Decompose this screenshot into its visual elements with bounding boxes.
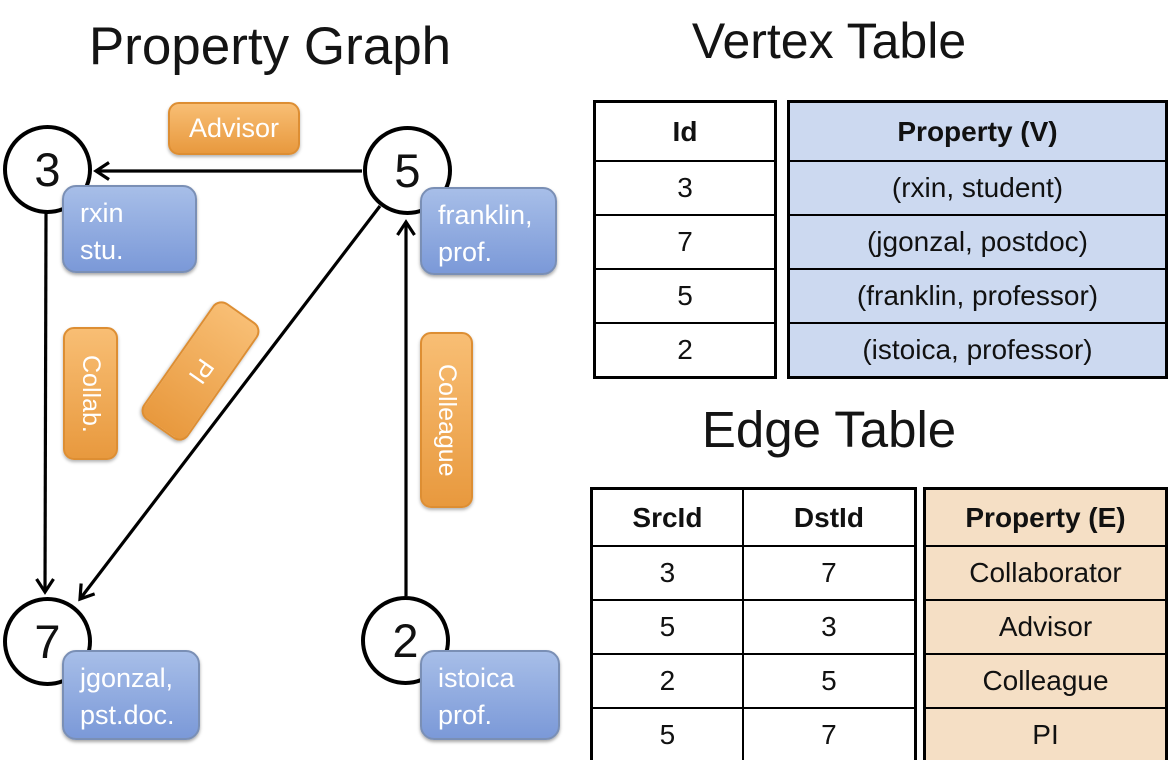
- node-7-id: 7: [34, 615, 61, 668]
- edge-table-srcid-cell: 5: [593, 599, 744, 653]
- node-3-id: 3: [34, 143, 61, 196]
- node-7-property-box: jgonzal, pst.doc.: [62, 650, 200, 740]
- edge-table-dstid-cell: 7: [743, 707, 914, 760]
- vertex-table-property-cell: (jgonzal, postdoc): [790, 214, 1165, 268]
- node-3-property-line1: rxin: [80, 198, 124, 228]
- vertex-table-property-column: Property (V) (rxin, student) (jgonzal, p…: [787, 100, 1168, 379]
- edge-label-colleague: Colleague: [420, 332, 473, 508]
- vertex-table-property-cell: (rxin, student): [790, 160, 1165, 214]
- vertex-table-title: Vertex Table: [691, 13, 967, 69]
- edge-table-srcid-cell: 3: [593, 545, 744, 599]
- edge-table-id-columns: SrcId DstId 3 7 5 3 2 5 5 7: [590, 487, 917, 760]
- vertex-table-property-cell: (franklin, professor): [790, 268, 1165, 322]
- node-3-property-box: rxin stu.: [62, 185, 197, 273]
- node-2: 2: [361, 596, 450, 685]
- edge-table-dstid-cell: 5: [743, 653, 914, 707]
- edge-line-pi-5-to-7: [78, 205, 382, 602]
- node-5-property-box: franklin, prof.: [420, 187, 557, 275]
- node-5: 5: [363, 126, 452, 215]
- edge-table-srcid-cell: 5: [593, 707, 744, 760]
- vertex-table-header-property: Property (V): [897, 115, 1058, 147]
- edge-table-property-column: Property (E) Collaborator Advisor Collea…: [923, 487, 1168, 760]
- edge-table-header-property: Property (E): [965, 501, 1126, 533]
- vertex-table-header-id: Id: [672, 115, 698, 147]
- edge-table-title: Edge Table: [701, 401, 957, 458]
- node-2-id: 2: [392, 614, 419, 667]
- vertex-table-property-cell: (istoica, professor): [790, 322, 1165, 376]
- edge-table-property-cell: Collaborator: [926, 545, 1165, 599]
- node-2-property-box: istoica prof.: [420, 650, 560, 740]
- edge-table-header-srcid: SrcId: [593, 490, 744, 545]
- node-5-id: 5: [394, 144, 421, 197]
- node-2-property-line1: istoica: [438, 663, 515, 693]
- edge-table-dstid-cell: 7: [743, 545, 914, 599]
- node-2-property-line2: prof.: [438, 700, 493, 730]
- edge-table-property-cell: Advisor: [926, 599, 1165, 653]
- node-7-property-line2: pst.doc.: [80, 700, 175, 730]
- node-5-property-line2: prof.: [438, 237, 493, 267]
- vertex-table-id-cell: 3: [596, 160, 774, 214]
- vertex-table-id-cell: 7: [596, 214, 774, 268]
- edge-table-srcid-cell: 2: [593, 653, 744, 707]
- edge-line-collab-3-to-7: [35, 212, 55, 595]
- vertex-table-id-column: Id 3 7 5 2: [593, 100, 777, 379]
- edge-table-header-dstid: DstId: [793, 501, 864, 533]
- edge-label-advisor: Advisor: [168, 102, 300, 155]
- node-7-property-line1: jgonzal,: [80, 663, 174, 693]
- node-5-property-line1: franklin,: [438, 200, 533, 230]
- node-3-property-line2: stu.: [80, 235, 124, 265]
- edge-table-property-cell: PI: [926, 707, 1165, 760]
- vertex-table-id-cell: 2: [596, 322, 774, 376]
- edge-label-collab: Collab.: [63, 327, 118, 460]
- vertex-table-id-cell: 5: [596, 268, 774, 322]
- edge-table-property-cell: Colleague: [926, 653, 1165, 707]
- graph-edges-layer: [35, 161, 416, 602]
- edge-table-dstid-cell: 3: [743, 599, 914, 653]
- property-graph-title: Property Graph: [88, 17, 452, 76]
